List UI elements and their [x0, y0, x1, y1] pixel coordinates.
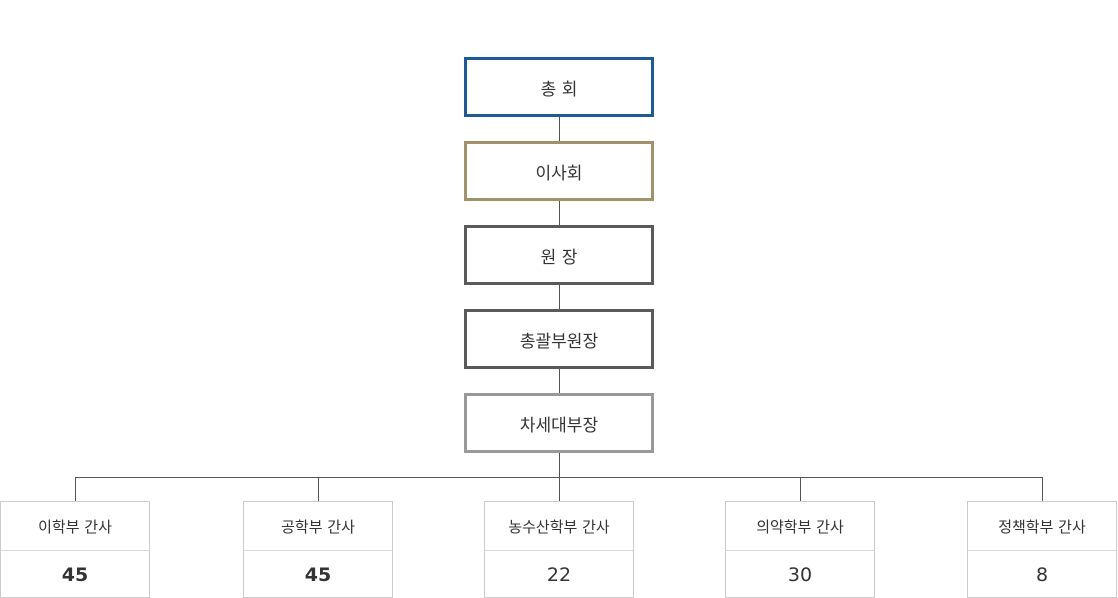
- branch-tick: [313, 477, 324, 478]
- dept-count: 22: [546, 563, 572, 586]
- board-box: 이사회: [464, 141, 654, 201]
- dept-name: 정책학부 간사: [968, 502, 1116, 551]
- dept-count: 8: [1035, 563, 1049, 586]
- director-box: 원 장: [464, 225, 654, 285]
- general-assembly-label: 총 회: [540, 79, 578, 100]
- branch-tick: [553, 477, 566, 478]
- next-vice-label: 차세대부장: [519, 415, 599, 436]
- dept-name: 공학부 간사: [244, 502, 392, 551]
- dept-box-science: 이학부 간사 45: [0, 501, 150, 598]
- vice-director-box: 총괄부원장: [464, 309, 654, 369]
- general-assembly-box: 총 회: [464, 57, 654, 117]
- dept-name: 이학부 간사: [1, 502, 149, 551]
- connector-line: [559, 117, 560, 141]
- vice-director-label: 총괄부원장: [519, 331, 599, 352]
- dept-box-engineering: 공학부 간사 45: [243, 501, 393, 598]
- dept-box-policy: 정책학부 간사 8: [967, 501, 1117, 598]
- connector-line: [559, 369, 560, 393]
- dept-name: 의약학부 간사: [726, 502, 874, 551]
- branch-drop: [75, 477, 76, 501]
- dept-name: 농수산학부 간사: [485, 502, 633, 551]
- connector-line: [559, 201, 560, 225]
- dept-count: 45: [304, 563, 332, 586]
- branch-tick: [795, 477, 806, 478]
- dept-count: 30: [787, 563, 813, 586]
- branch-drop: [800, 477, 801, 501]
- dept-box-medicine: 의약학부 간사 30: [725, 501, 875, 598]
- branch-drop: [1042, 477, 1043, 501]
- director-label: 원 장: [540, 247, 578, 268]
- branch-drop: [318, 477, 319, 501]
- dept-box-agriculture: 농수산학부 간사 22: [484, 501, 634, 598]
- connector-line: [559, 285, 560, 309]
- next-vice-box: 차세대부장: [464, 393, 654, 453]
- dept-count: 45: [61, 563, 89, 586]
- board-label: 이사회: [535, 163, 583, 184]
